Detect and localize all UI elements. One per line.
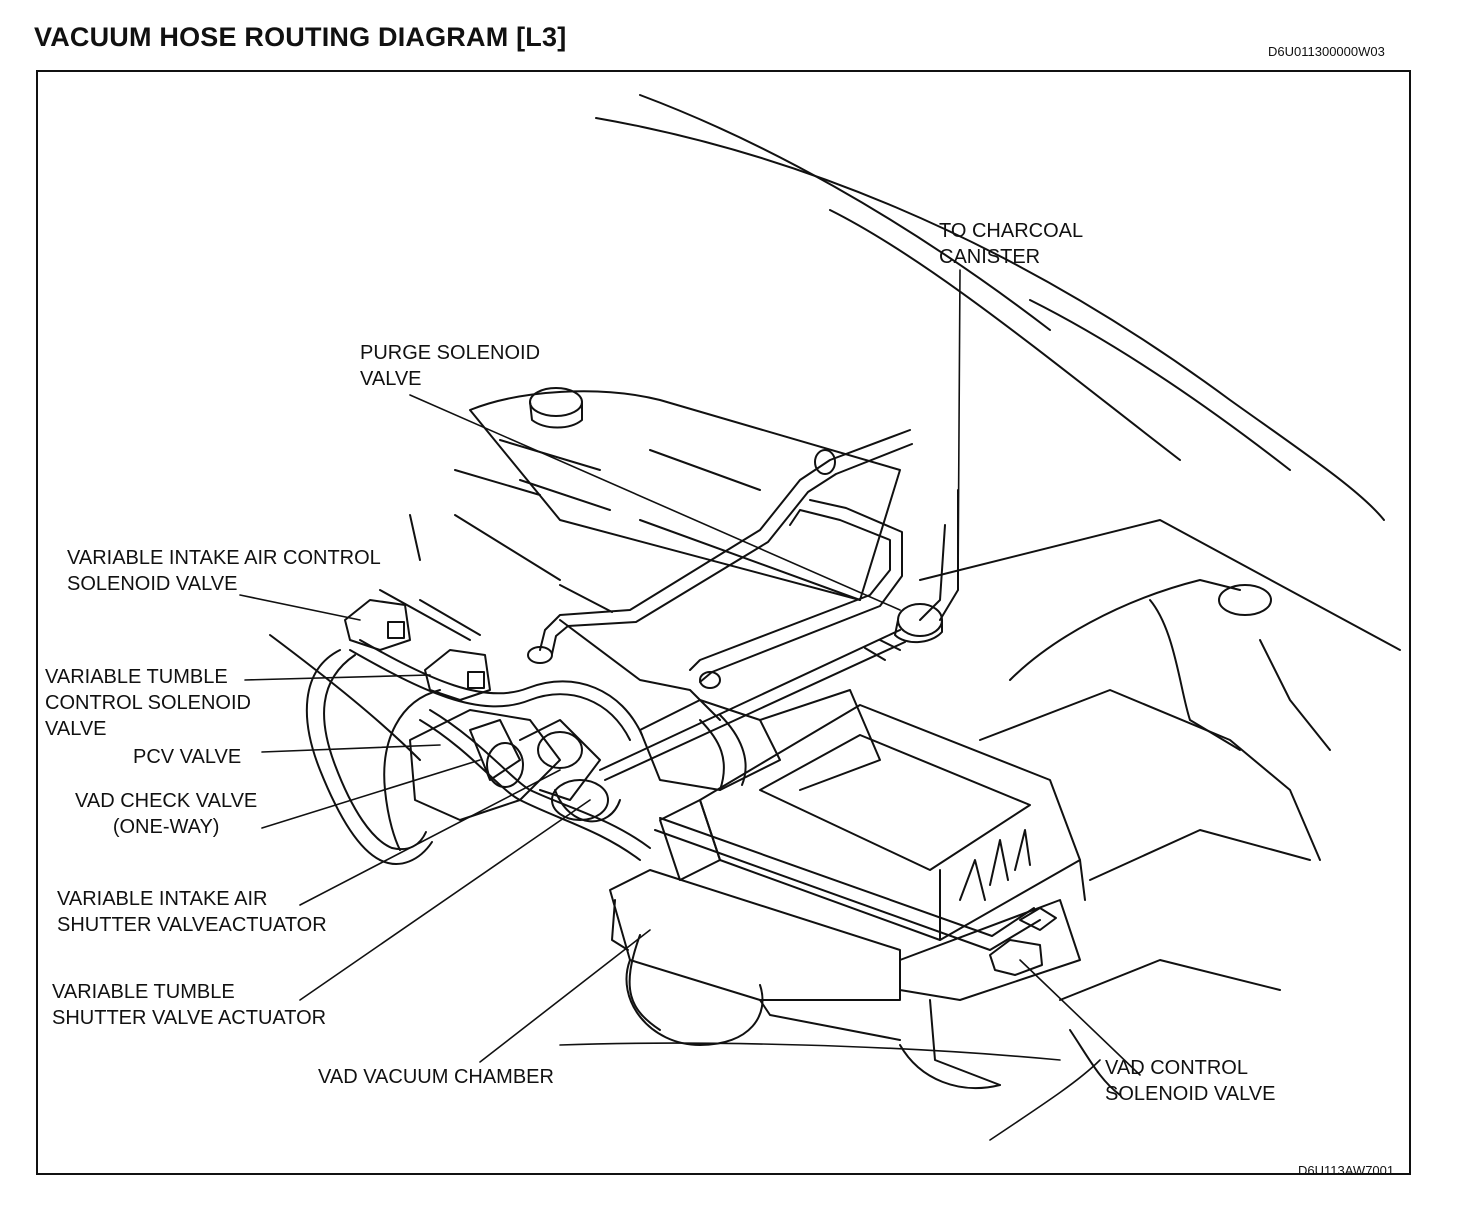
label-vad-control-solenoid-valve: VAD CONTROL SOLENOID VALVE <box>1105 1057 1276 1105</box>
document-code-bottom: D6U113AW7001 <box>1298 1163 1395 1178</box>
label-pcv-valve: PCV VALVE <box>133 746 242 768</box>
air-cleaner-box <box>659 704 1086 1089</box>
label-purge-solenoid-valve: PURGE SOLENOID VALVE <box>360 342 541 390</box>
solenoid-valve-intake <box>344 599 411 651</box>
document-code-top: D6U011300000W03 <box>1268 44 1385 59</box>
intake-chamber <box>609 869 901 1046</box>
diagram-title: VACUUM HOSE ROUTING DIAGRAM [L3] <box>34 22 567 52</box>
hose-clamps <box>527 449 836 689</box>
intake-duct <box>639 689 881 791</box>
label-variable-intake-air-control-solenoid-valve: VARIABLE INTAKE AIR CONTROL SOLENOID VAL… <box>67 547 381 595</box>
vacuum-hoses <box>305 429 1041 951</box>
label-vad-check-valve: VAD CHECK VALVE (ONE-WAY) <box>75 790 258 838</box>
oil-filler-cap <box>529 387 583 429</box>
vad-control-solenoid-body <box>989 907 1057 976</box>
label-variable-tumble-shutter-valve-actuator: VARIABLE TUMBLE SHUTTER VALVE ACTUATOR <box>52 981 327 1029</box>
engine-block <box>269 390 901 761</box>
label-to-charcoal-canister: TO CHARCOAL CANISTER <box>939 220 1084 268</box>
hood-outline <box>595 94 1385 521</box>
label-variable-tumble-control-solenoid-valve: VARIABLE TUMBLE CONTROL SOLENOID VALVE <box>45 666 251 740</box>
label-vad-vacuum-chamber: VAD VACUUM CHAMBER <box>318 1066 554 1088</box>
diagram-frame <box>36 70 1411 1175</box>
leader-lines <box>239 269 1141 1141</box>
fender-structure <box>919 519 1401 1096</box>
purge-solenoid-valve-body <box>864 603 943 661</box>
label-variable-intake-air-shutter-valve-actuator: VARIABLE INTAKE AIR SHUTTER VALVEACTUATO… <box>57 888 327 936</box>
